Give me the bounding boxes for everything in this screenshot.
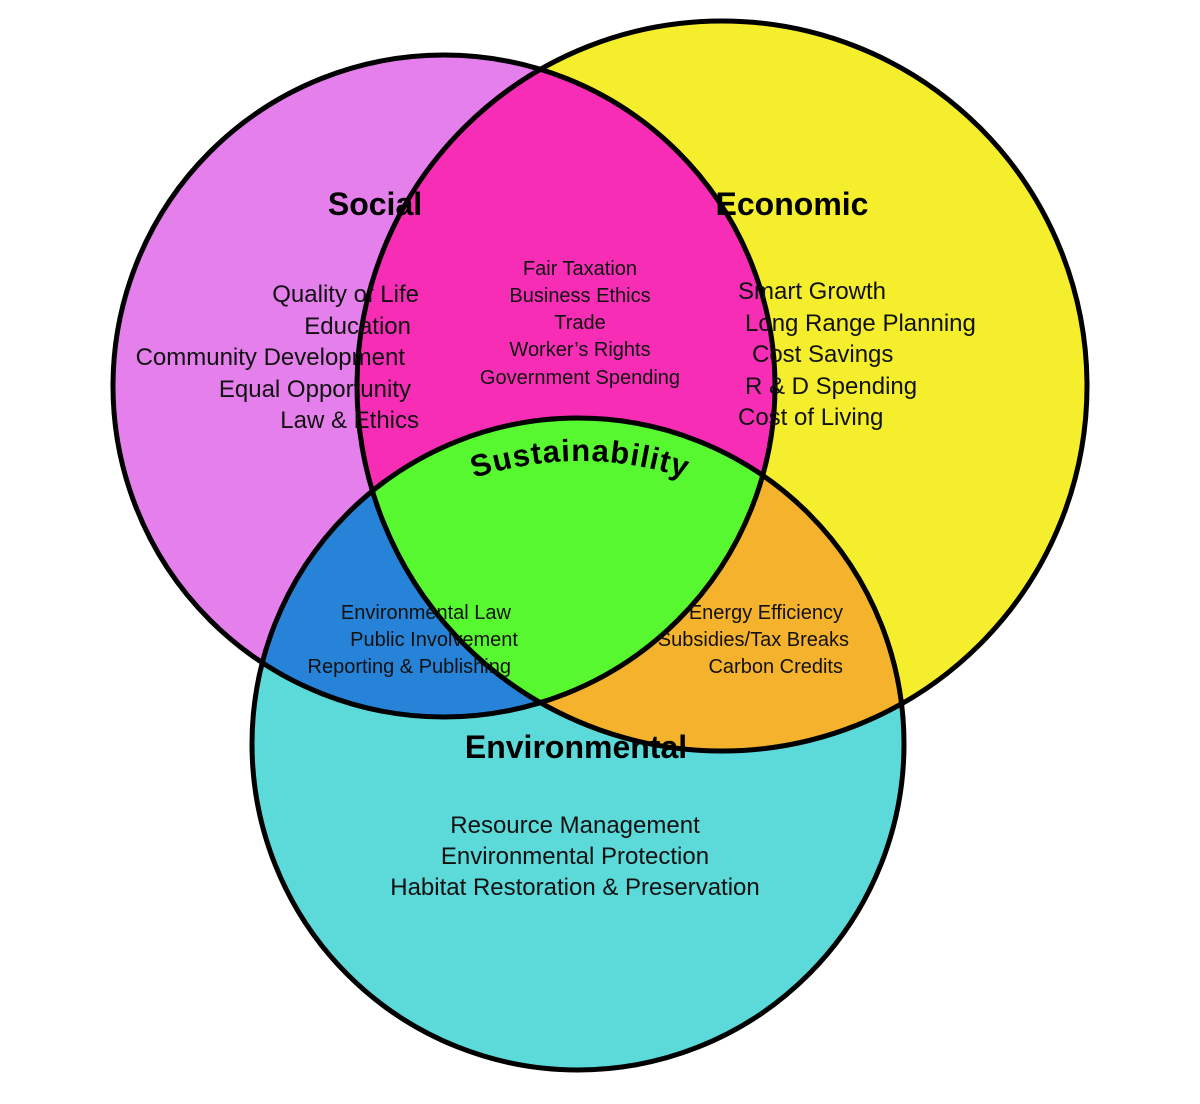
environmental-item: Resource Management (450, 812, 700, 839)
social-item: Law & Ethics (280, 407, 419, 434)
social-item: Community Development (136, 344, 406, 371)
economic-item: Long Range Planning (745, 310, 976, 337)
economic-environmental-item: Carbon Credits (708, 656, 843, 678)
social-environmental-item: Reporting & Publishing (308, 656, 511, 678)
social-environmental-item: Environmental Law (341, 602, 512, 624)
social-item: Education (304, 313, 411, 340)
economic-environmental-item: Energy Efficiency (689, 602, 843, 624)
environmental-title: Environmental (465, 729, 687, 765)
economic-item: R & D Spending (745, 373, 917, 400)
environmental-outline (249, 415, 907, 1073)
environmental-item: Environmental Protection (441, 843, 709, 870)
social-item: Equal Opportunity (219, 376, 411, 403)
social-economic-item: Business Ethics (509, 285, 650, 307)
economic-title: Economic (716, 186, 869, 222)
social-economic-item: Trade (554, 312, 606, 334)
economic-outline (354, 18, 1090, 754)
economic-item: Cost of Living (738, 404, 883, 431)
social-economic-item: Fair Taxation (523, 258, 637, 280)
social-environmental-item: Public Involvement (350, 629, 518, 651)
social-item: Quality of Life (272, 281, 419, 308)
environmental-item: Habitat Restoration & Preservation (390, 874, 760, 901)
social-outline (110, 52, 778, 720)
economic-item: Smart Growth (738, 278, 886, 305)
social-economic-item: Government Spending (480, 367, 680, 389)
social-economic-item: Worker’s Rights (509, 339, 650, 361)
circle-outlines (110, 18, 1090, 1073)
economic-item: Cost Savings (752, 341, 893, 368)
economic-environmental-item: Subsidies/Tax Breaks (658, 629, 849, 651)
social-title: Social (328, 186, 422, 222)
